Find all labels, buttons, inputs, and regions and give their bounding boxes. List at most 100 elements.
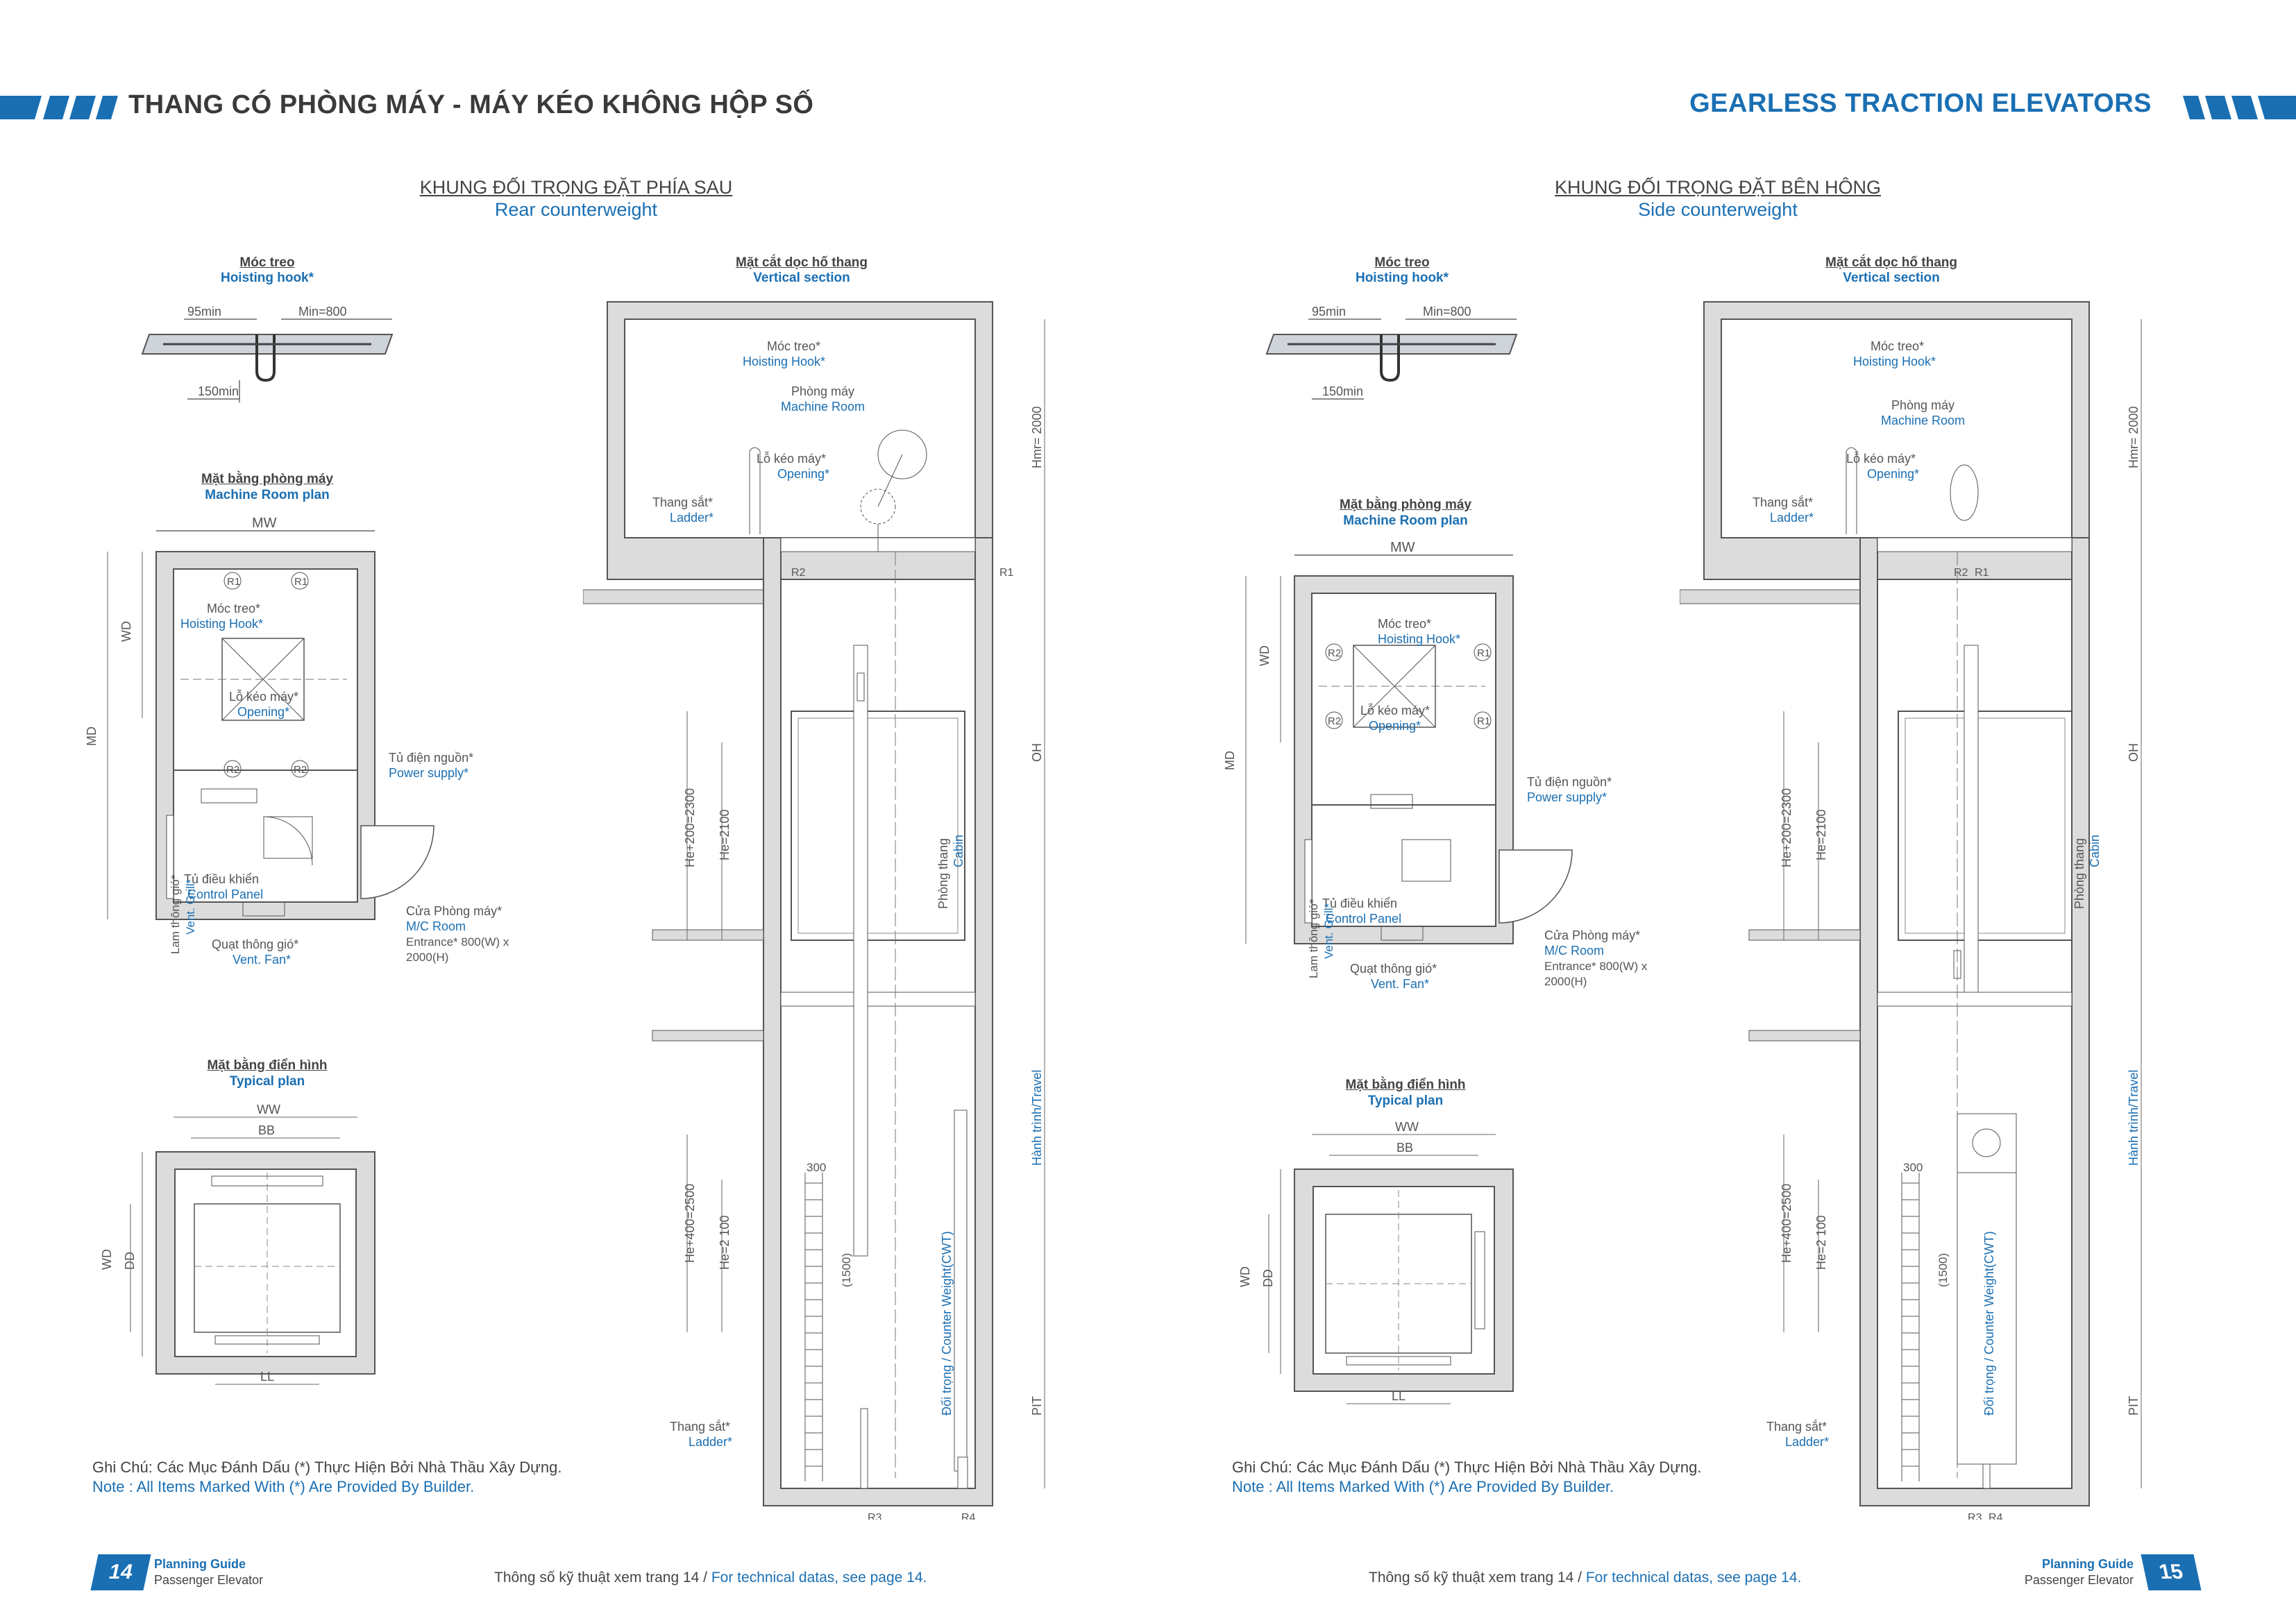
right-mr-plan-title-vi: Mặt bằng phòng máy <box>1340 498 1471 512</box>
header-stripes-left <box>0 96 118 119</box>
right-vs-opening-vi: Lỗ kéo máy* <box>1846 451 1916 466</box>
right-mr-door-en: M/C Room <box>1544 944 1604 958</box>
right-vs-room-vi: Phòng máy <box>1891 398 1955 412</box>
left-vs-room-vi: Phòng máy <box>791 384 854 398</box>
right-footer-tech-vi: Thông số kỹ thuật xem trang 14 / <box>1369 1570 1586 1586</box>
right-machine-room-plan: MW R2 R2 R1 R1 WD MD Móc treo* Hoisting … <box>1223 540 1648 991</box>
left-hook-title-en: Hoisting hook* <box>220 271 314 285</box>
left-machine-room-plan: MW R1 R1 R2 R2 WD MD Móc treo* Hoisting … <box>85 516 509 967</box>
left-mr-r1a: R1 <box>227 576 240 588</box>
left-guide-line1: Planning Guide <box>154 1557 246 1571</box>
left-tp-dd: DD <box>123 1252 137 1270</box>
right-vs-hmr: Hmr= 2000 <box>2127 406 2141 468</box>
right-typical-title-vi: Mặt bằng điển hình <box>1345 1078 1466 1092</box>
right-mr-power-vi: Tủ điện nguồn* <box>1527 775 1612 789</box>
right-vs-ladder-vi: Thang sắt* <box>1753 495 1813 509</box>
left-vs-opening-vi: Lỗ kéo máy* <box>757 451 826 466</box>
left-vs-cabin-en: Cabin <box>952 835 965 867</box>
left-vs-r2: R2 <box>791 567 806 579</box>
left-vs-r3: R3 <box>868 1512 882 1520</box>
left-note-vi: Ghi Chú: Các Mục Đánh Dấu (*) Thực Hiện … <box>92 1459 562 1476</box>
left-vs-he400: He+400=2500 <box>683 1184 697 1263</box>
left-vs-hook-en: Hoisting Hook* <box>743 355 825 368</box>
left-mr-opening-en: Opening* <box>237 705 289 719</box>
right-vs-r4: R4 <box>1989 1512 2003 1520</box>
right-tp-dd: DD <box>1261 1269 1275 1287</box>
right-vs-ladder-en: Ladder* <box>1770 511 1814 525</box>
left-section-title-en: Rear counterweight <box>494 199 658 220</box>
left-vs-oh: OH <box>1030 743 1044 762</box>
left-page-number: 14 <box>90 1554 151 1590</box>
left-vs-he200: He+200=2300 <box>683 788 697 867</box>
left-mr-hook-vi: Móc treo* <box>207 602 260 615</box>
right-vs-he2100b: He=2 100 <box>1814 1215 1828 1270</box>
left-mr-door-spec2: 2000(H) <box>406 951 448 964</box>
left-section-title-vi: KHUNG ĐỐI TRỌNG ĐẶT PHÍA SAU <box>419 177 733 198</box>
left-mr-r2b: R2 <box>294 764 307 776</box>
right-mr-hook-en: Hoisting Hook* <box>1378 632 1460 646</box>
left-mr-control-en: Control Panel <box>187 887 263 901</box>
left-vs-ladder-en: Ladder* <box>670 511 714 525</box>
left-mr-md: MD <box>85 726 99 746</box>
left-mr-door-vi: Cửa Phòng máy* <box>406 904 502 918</box>
right-guide-line1: Planning Guide <box>2041 1557 2134 1571</box>
right-mr-door-spec1: Entrance* 800(W) x <box>1544 960 1648 973</box>
right-footer-tech-en: For technical datas, see page 14. <box>1585 1570 1802 1586</box>
right-mr-plan-title-en: Machine Room plan <box>1343 513 1468 528</box>
left-mr-control-vi: Tủ điều khiển <box>184 872 259 886</box>
right-vs-hook-vi: Móc treo* <box>1871 339 1924 353</box>
left-mr-door-en: M/C Room <box>406 919 466 933</box>
header-stripes-right <box>2183 96 2296 119</box>
right-vs-room-en: Machine Room <box>1881 414 1965 427</box>
right-hook-diagram: 95min Min=800 150min <box>1265 305 1518 400</box>
right-note-en: Note : All Items Marked With (*) Are Pro… <box>1232 1478 1614 1495</box>
header-title-right: GEARLESS TRACTION ELEVATORS <box>1689 89 2152 118</box>
left-hook-diagram: 95min Min=800 150min <box>141 305 394 402</box>
right-vertical-section: Móc treo* Hoisting Hook* Phòng máy Machi… <box>1680 301 2142 1520</box>
right-vs-he200: He+200=2300 <box>1780 788 1793 867</box>
right-mr-power-en: Power supply* <box>1527 790 1607 804</box>
left-vertical-section: Móc treo* Hoisting Hook* Phòng máy Machi… <box>583 301 1045 1520</box>
left-mr-opening-vi: Lỗ kéo máy* <box>229 689 298 704</box>
left-page-number-text: 14 <box>106 1561 135 1583</box>
left-mr-fan-vi: Quạt thông gió* <box>212 937 298 951</box>
left-vs-title-en: Vertical section <box>753 271 850 285</box>
header-title-left: THANG CÓ PHÒNG MÁY - MÁY KÉO KHÔNG HỘP S… <box>128 90 814 119</box>
right-vs-ladder2-en: Ladder* <box>1785 1435 1829 1449</box>
right-vs-d300: 300 <box>1903 1161 1923 1174</box>
left-typical-title-vi: Mặt bằng điển hình <box>207 1058 328 1073</box>
left-vs-d300: 300 <box>807 1161 826 1174</box>
left-vs-ladder2-vi: Thang sắt* <box>670 1419 730 1434</box>
left-vs-he2100b: He=2 100 <box>718 1215 732 1270</box>
left-mr-door-spec1: Entrance* 800(W) x <box>406 935 509 949</box>
left-mr-power-en: Power supply* <box>389 766 469 780</box>
right-hook-title-vi: Móc treo <box>1374 255 1430 270</box>
right-mr-opening-en: Opening* <box>1369 719 1421 733</box>
right-page-number-text: 15 <box>2156 1561 2186 1583</box>
right-mr-mw: MW <box>1390 540 1415 555</box>
right-vs-he2100: He=2100 <box>1814 809 1828 860</box>
right-mr-r2a: R2 <box>1328 647 1341 659</box>
left-vs-cwt: Đối trọng / Counter Weight(CWT) <box>940 1231 954 1416</box>
left-guide-line2: Passenger Elevator <box>154 1573 264 1587</box>
right-hook-dim-b: Min=800 <box>1423 305 1471 318</box>
right-hook-dim-a: 95min <box>1312 305 1346 318</box>
right-vs-hook-en: Hoisting Hook* <box>1853 355 1936 368</box>
left-vs-hmr: Hmr= 2000 <box>1030 406 1044 468</box>
right-mr-door-vi: Cửa Phòng máy* <box>1544 928 1640 942</box>
right-typical-title-en: Typical plan <box>1367 1094 1444 1108</box>
left-hook-dim-a: 95min <box>187 305 221 318</box>
left-vs-ladder2-en: Ladder* <box>689 1435 732 1449</box>
left-vs-cabin-vi: Phòng thang <box>936 838 950 909</box>
left-mr-power-vi: Tủ điện nguồn* <box>389 751 473 765</box>
left-tp-ww: WW <box>257 1103 280 1116</box>
left-vs-r4: R4 <box>961 1512 976 1520</box>
right-mr-r1b: R1 <box>1477 715 1490 727</box>
left-mr-r2a: R2 <box>226 764 239 776</box>
right-vs-cabin-en: Cabin <box>2088 835 2102 867</box>
left-tp-bb: BB <box>258 1123 275 1137</box>
left-vs-he2100: He=2100 <box>718 809 732 860</box>
right-mr-wd: WD <box>1258 645 1272 666</box>
right-mr-vent-vi: Lam thông gió* <box>1307 899 1320 978</box>
right-vs-cwt: Đối trọng / Counter Weight(CWT) <box>1982 1231 1996 1416</box>
